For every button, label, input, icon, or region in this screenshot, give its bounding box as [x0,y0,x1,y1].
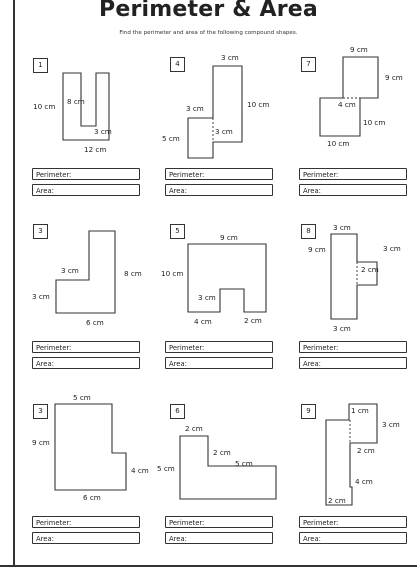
problem-8-label: 2 cm [361,265,379,274]
problem-7-label: 9 cm [385,73,403,82]
shape-8-outline [330,233,378,320]
problem-5-label: 3 cm [198,293,216,302]
problem-3b-label: 5 cm [73,393,91,402]
problem-8-label: 3 cm [333,324,351,333]
problem-1-perimeter-field[interactable]: Perimeter: [32,168,140,180]
problem-6-label: 2 cm [213,448,231,457]
problem-9-label: 2 cm [328,496,346,505]
problem-8-label: 9 cm [308,245,326,254]
problem-9-perimeter-field[interactable]: Perimeter: [299,516,407,528]
problem-6-perimeter-field[interactable]: Perimeter: [165,516,273,528]
problem-8-area-field[interactable]: Area: [299,357,407,369]
problem-3b-label: 9 cm [32,438,50,447]
problem-3b-area-field[interactable]: Area: [32,532,140,544]
problem-7-perimeter-field[interactable]: Perimeter: [299,168,407,180]
problem-6-label: 5 cm [157,464,175,473]
problem-9-label: 2 cm [357,446,375,455]
problem-3b-number: 3 [33,404,48,419]
problem-8-number: 8 [301,224,316,239]
problem-7-label: 9 cm [350,45,368,54]
shape-5-outline [187,243,267,313]
problem-5-area-field[interactable]: Area: [165,357,273,369]
shape-1-outline [62,72,110,141]
problem-4-label: 3 cm [186,104,204,113]
problem-4-label: 10 cm [247,100,270,109]
problem-6-label: 5 cm [235,459,253,468]
problem-3a-label: 8 cm [124,269,142,278]
page-title: Perimeter & Area [99,0,318,22]
shape-3b-outline [54,403,127,491]
problem-7-number: 7 [301,57,316,72]
problem-5-label: 10 cm [161,269,184,278]
problem-3a-label: 3 cm [61,266,79,275]
problem-5-label: 4 cm [194,317,212,326]
problem-4-area-field[interactable]: Area: [165,184,273,196]
problem-1-number: 1 [33,58,48,73]
problem-9-label: 1 cm [351,406,369,415]
problem-4-label: 3 cm [221,53,239,62]
problem-8-perimeter-field[interactable]: Perimeter: [299,341,407,353]
problem-3a-perimeter-field[interactable]: Perimeter: [32,341,140,353]
problem-5-label: 2 cm [244,316,262,325]
problem-7-label: 10 cm [327,139,350,148]
problem-6-area-field[interactable]: Area: [165,532,273,544]
problem-9-label: 3 cm [382,420,400,429]
problem-9-number: 9 [301,404,316,419]
problem-3a-area-field[interactable]: Area: [32,357,140,369]
problem-6-label: 2 cm [185,424,203,433]
problem-3a-number: 3 [33,224,48,239]
problem-5-perimeter-field[interactable]: Perimeter: [165,341,273,353]
problem-7-label: 4 cm [338,100,356,109]
problem-3b-label: 4 cm [131,466,149,475]
problem-1-label: 3 cm [94,127,112,136]
problem-8-label: 3 cm [383,244,401,253]
shape-9-outline [325,403,378,506]
problem-4-perimeter-field[interactable]: Perimeter: [165,168,273,180]
problem-6-number: 6 [170,404,185,419]
problem-7-area-field[interactable]: Area: [299,184,407,196]
shape-6-outline [179,435,277,500]
problem-4-number: 4 [170,57,185,72]
problem-3b-perimeter-field[interactable]: Perimeter: [32,516,140,528]
problem-3b-label: 6 cm [83,493,101,502]
shape-4-outline [187,65,243,159]
problem-1-label: 10 cm [33,102,56,111]
problem-3a-label: 3 cm [32,292,50,301]
page-frame-left-border [13,0,15,566]
problem-1-label: 8 cm [67,97,85,106]
problem-5-number: 5 [170,224,185,239]
problem-1-area-field[interactable]: Area: [32,184,140,196]
shape-3a-outline [55,230,116,314]
problem-3a-label: 6 cm [86,318,104,327]
problem-9-label: 4 cm [355,477,373,486]
page-subtitle: Find the perimeter and area of the follo… [119,30,298,36]
problem-5-label: 9 cm [220,233,238,242]
page-frame-bottom-border [0,565,417,567]
problem-9-area-field[interactable]: Area: [299,532,407,544]
problem-4-label: 5 cm [162,134,180,143]
problem-8-label: 3 cm [333,223,351,232]
problem-7-label: 10 cm [363,118,386,127]
problem-4-label: 3 cm [215,127,233,136]
problem-1-label: 12 cm [84,145,107,154]
shape-7-outline [319,56,379,137]
